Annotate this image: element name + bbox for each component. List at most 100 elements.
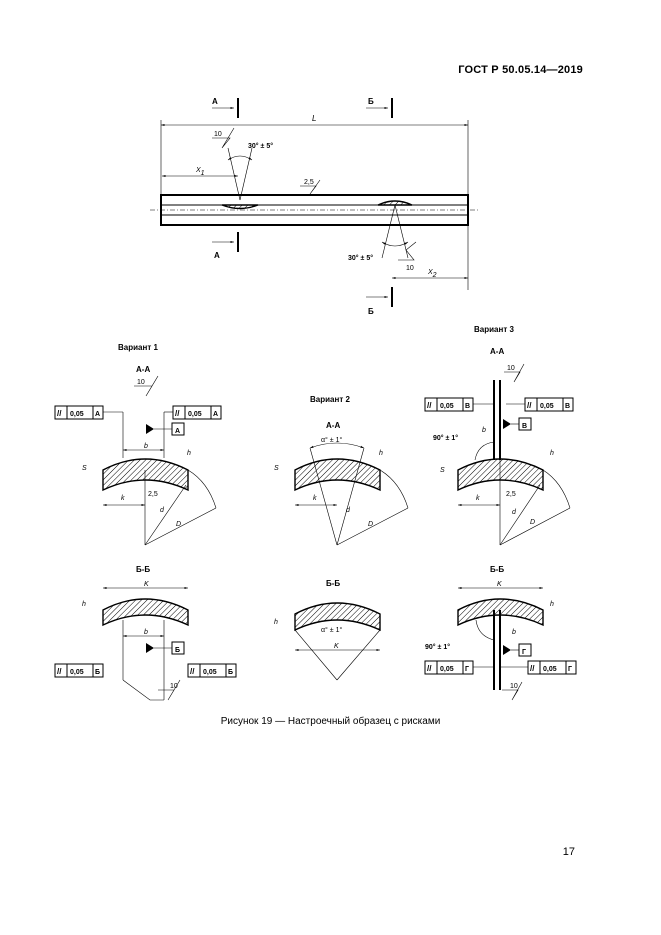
roughness-top: 10	[214, 131, 222, 138]
svg-text:Б: Б	[228, 669, 233, 676]
svg-text:D: D	[368, 521, 373, 528]
svg-text:D: D	[176, 521, 181, 528]
section-b-top: Б	[368, 97, 374, 106]
top-view: L А А Б Б 10 30° ± 5° X1 2,5 30° ± 5° 10	[150, 97, 478, 316]
tol-frame-left	[54, 405, 104, 420]
svg-text:10: 10	[510, 683, 518, 690]
svg-text:0,05: 0,05	[70, 669, 84, 676]
svg-text:В: В	[465, 403, 470, 410]
variant2-title: Вариант 2	[310, 395, 350, 404]
svg-text:d: d	[512, 509, 517, 516]
variant1-title: Вариант 1	[118, 343, 158, 352]
svg-text:А: А	[95, 411, 100, 418]
svg-text:K: K	[144, 581, 149, 588]
svg-text:0,05: 0,05	[203, 669, 217, 676]
svg-text:h: h	[82, 601, 86, 608]
svg-text://: //	[175, 409, 180, 418]
svg-text:10: 10	[507, 365, 515, 372]
svg-text:Б: Б	[95, 669, 100, 676]
svg-text://: //	[427, 401, 432, 410]
variant3-aa-title: А-А	[490, 347, 504, 356]
angle-top: 30° ± 5°	[248, 142, 273, 150]
variant-1: Вариант 1 А-А 10 // 0,05 А // 0,05 А А b…	[54, 343, 237, 701]
svg-text:90° ± 1°: 90° ± 1°	[433, 434, 458, 442]
variant2-angle: α° ± 1°	[321, 436, 342, 444]
variant2-bb-section	[294, 602, 381, 632]
variant1-roughness: 10	[137, 379, 145, 386]
svg-text:k: k	[121, 495, 125, 502]
svg-text:b: b	[144, 443, 148, 450]
svg-text:Г: Г	[465, 666, 469, 673]
svg-text:d: d	[160, 507, 165, 514]
svg-text:h: h	[550, 450, 554, 457]
svg-text:10: 10	[170, 683, 178, 690]
section-a-bottom: А	[214, 251, 220, 260]
svg-text:В: В	[522, 423, 527, 430]
page-number: 17	[562, 846, 575, 858]
variant3-title: Вариант 3	[474, 325, 514, 334]
x2-label: X2	[427, 269, 437, 279]
svg-text:Г: Г	[568, 666, 572, 673]
svg-text:h: h	[379, 450, 383, 457]
variant2-bb-title: Б-Б	[326, 579, 340, 588]
variant1-aa-section	[102, 458, 189, 492]
svg-text:S: S	[82, 465, 87, 472]
tol-frame-right	[172, 405, 222, 420]
svg-text:2,5: 2,5	[506, 491, 516, 498]
svg-text:b: b	[512, 629, 516, 636]
svg-text://: //	[57, 667, 62, 676]
svg-text:Б: Б	[175, 647, 180, 654]
svg-text:0,05: 0,05	[70, 411, 84, 418]
variant3-aa-section	[457, 458, 544, 492]
svg-text:А: А	[213, 411, 218, 418]
svg-text:2,5: 2,5	[148, 491, 158, 498]
variant1-aa-title: А-А	[136, 365, 150, 374]
variant2-aa-section	[294, 458, 381, 492]
variant1-bb-title: Б-Б	[136, 565, 150, 574]
svg-text://: //	[427, 664, 432, 673]
svg-text:А: А	[175, 428, 180, 435]
svg-text:0,05: 0,05	[440, 403, 454, 410]
svg-text:α° ± 1°: α° ± 1°	[321, 626, 342, 634]
svg-text:k: k	[313, 495, 317, 502]
section-b-bottom: Б	[368, 307, 374, 316]
svg-text://: //	[190, 667, 195, 676]
svg-text:h: h	[550, 601, 554, 608]
svg-text:0,05: 0,05	[540, 403, 554, 410]
svg-text:k: k	[476, 495, 480, 502]
roughness-mid: 2,5	[304, 179, 314, 186]
document-header: ГОСТ Р 50.05.14—2019	[458, 64, 583, 76]
notch-left	[221, 204, 259, 210]
section-a-top: А	[212, 97, 218, 106]
svg-text:0,05: 0,05	[440, 666, 454, 673]
length-label: L	[312, 114, 316, 123]
svg-text:K: K	[334, 643, 339, 650]
variant-3: Вариант 3 А-А 10 // 0,05 В // 0,05 В В 9…	[424, 325, 577, 701]
svg-text:90° ± 1°: 90° ± 1°	[425, 643, 450, 651]
angle-bottom: 30° ± 5°	[348, 254, 373, 262]
variant-2: Вариант 2 А-А α° ± 1° S h k d D Б-Б h α°…	[274, 395, 409, 681]
svg-text:S: S	[274, 465, 279, 472]
svg-text:K: K	[497, 581, 502, 588]
notch-right	[377, 200, 413, 206]
variant2-aa-title: А-А	[326, 421, 340, 430]
svg-text:S: S	[440, 467, 445, 474]
svg-text:h: h	[187, 450, 191, 457]
svg-text:0,05: 0,05	[543, 666, 557, 673]
variant1-bb-section	[102, 598, 189, 627]
svg-text:0,05: 0,05	[188, 411, 202, 418]
svg-text:b: b	[482, 427, 486, 434]
figure-caption: Рисунок 19 — Настроечный образец с риска…	[220, 716, 441, 727]
svg-text://: //	[527, 401, 532, 410]
svg-text://: //	[57, 409, 62, 418]
svg-text:D: D	[530, 519, 535, 526]
svg-text:В: В	[565, 403, 570, 410]
svg-text:b: b	[144, 629, 148, 636]
svg-text:h: h	[274, 619, 278, 626]
svg-text://: //	[530, 664, 535, 673]
x1-label: X1	[195, 167, 205, 177]
svg-text:d: d	[346, 507, 351, 514]
roughness-bottom: 10	[406, 265, 414, 272]
variant3-bb-title: Б-Б	[490, 565, 504, 574]
